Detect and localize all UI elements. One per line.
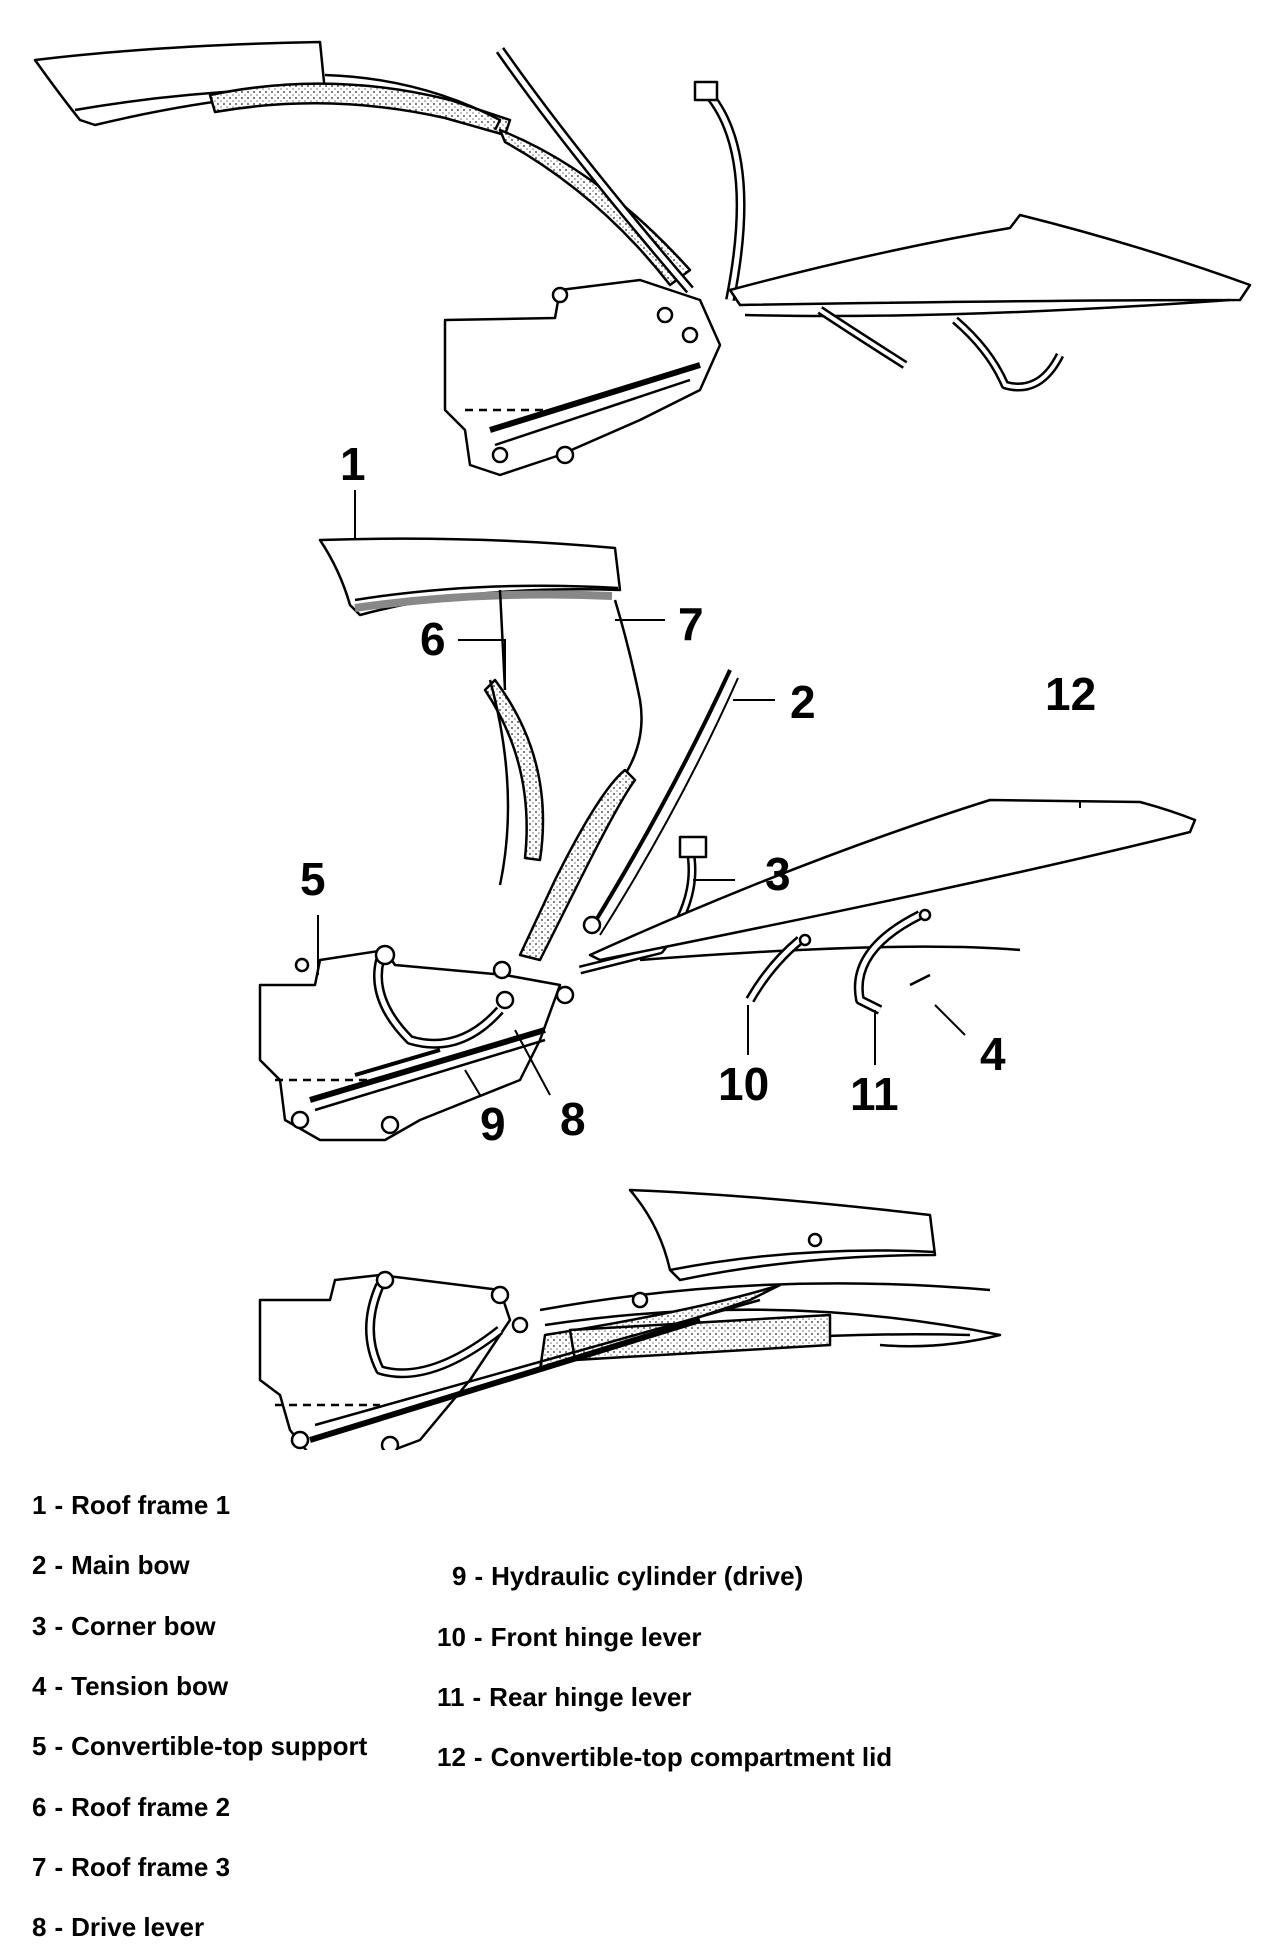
support-bracket-top-view <box>443 278 722 477</box>
legend-item-2: 2-Main bow <box>32 1550 190 1581</box>
legend-separator: - <box>54 1671 64 1701</box>
legend-label: Corner bow <box>71 1611 216 1641</box>
convertible-top-mechanism-diagram: 1 2 3 4 5 6 7 8 9 10 11 12 <box>33 40 1252 1450</box>
legend-separator: - <box>474 1561 484 1591</box>
legend-item-7: 7-Roof frame 3 <box>32 1852 230 1883</box>
legend-label: Roof frame 2 <box>71 1792 231 1822</box>
legend-label: Hydraulic cylinder (drive) <box>491 1561 804 1591</box>
callout-11: 11 <box>850 1068 899 1120</box>
legend-label: Rear hinge lever <box>489 1682 692 1712</box>
legend-separator: - <box>54 1912 64 1942</box>
legend-label: Roof frame 3 <box>71 1852 231 1882</box>
callout-3: 3 <box>765 848 791 900</box>
legend-label: Front hinge lever <box>490 1622 702 1652</box>
legend-item-5: 5-Convertible-top support <box>32 1731 367 1762</box>
legend-number: 3 <box>32 1611 47 1641</box>
roof-frame-stowed <box>628 1188 937 1282</box>
legend-number: 9 <box>452 1561 467 1591</box>
legend-separator: - <box>473 1622 483 1652</box>
legend-separator: - <box>54 1490 64 1520</box>
callout-10: 10 <box>718 1058 769 1110</box>
legend-separator: - <box>472 1682 482 1712</box>
legend-item-8: 8-Drive lever <box>32 1912 204 1943</box>
legend-label: Tension bow <box>71 1671 229 1701</box>
roof-frame-1-drawing <box>318 537 622 617</box>
legend-separator: - <box>54 1731 64 1761</box>
callout-6: 6 <box>420 613 446 665</box>
legend-label: Convertible-top support <box>71 1731 368 1761</box>
legend-number: 5 <box>32 1731 47 1761</box>
legend-number: 1 <box>32 1490 47 1520</box>
legend-item-4: 4-Tension bow <box>32 1671 228 1702</box>
legend-separator: - <box>473 1742 483 1772</box>
legend-item-6: 6-Roof frame 2 <box>32 1792 230 1823</box>
legend-number: 7 <box>32 1852 47 1882</box>
legend-item-3: 3-Corner bow <box>32 1611 216 1642</box>
parts-legend: 1-Roof frame 1 2-Main bow 3-Corner bow 4… <box>0 1480 1280 1950</box>
legend-label: Drive lever <box>71 1912 205 1942</box>
legend-item-9: 9-Hydraulic cylinder (drive) <box>452 1561 803 1592</box>
legend-label: Convertible-top compartment lid <box>490 1742 893 1772</box>
main-bow-drawing <box>588 669 732 932</box>
legend-number: 8 <box>32 1912 47 1942</box>
callout-7: 7 <box>678 598 704 650</box>
compartment-lid-top-view <box>728 213 1252 307</box>
legend-item-11: 11-Rear hinge lever <box>437 1682 691 1713</box>
callout-1: 1 <box>340 438 366 490</box>
legend-item-1: 1-Roof frame 1 <box>32 1490 230 1521</box>
legend-separator: - <box>54 1792 64 1822</box>
callout-5: 5 <box>300 853 326 905</box>
callout-9: 9 <box>480 1098 506 1150</box>
roof-frame-front-top-view <box>33 40 327 127</box>
hydraulic-cylinder-drawing <box>309 1027 546 1103</box>
legend-item-12: 12-Convertible-top compartment lid <box>437 1742 892 1773</box>
callout-12: 12 <box>1045 668 1096 720</box>
callout-leaders <box>317 490 1081 1096</box>
support-stowed <box>258 1273 512 1450</box>
legend-number: 10 <box>437 1622 466 1652</box>
roof-frame-2-drawing <box>483 678 545 862</box>
legend-separator: - <box>54 1611 64 1641</box>
top-closed-view <box>33 40 1252 477</box>
top-opening-view <box>258 537 1197 1142</box>
legend-number: 4 <box>32 1671 47 1701</box>
legend-label: Roof frame 1 <box>71 1490 231 1520</box>
callout-numbers: 1 2 3 4 5 6 7 8 9 10 11 12 <box>300 438 1096 1150</box>
legend-label: Main bow <box>71 1550 190 1580</box>
top-stowed-view <box>258 1188 1002 1450</box>
legend-number: 12 <box>437 1742 466 1772</box>
legend-number: 6 <box>32 1792 47 1822</box>
legend-number: 11 <box>437 1682 465 1712</box>
callout-2: 2 <box>790 676 816 728</box>
legend-separator: - <box>54 1852 64 1882</box>
legend-number: 2 <box>32 1550 47 1580</box>
callout-8: 8 <box>560 1093 586 1145</box>
compartment-lid-drawing <box>588 798 1197 962</box>
roof-frame-hatched-top <box>208 82 512 137</box>
callout-4: 4 <box>980 1028 1006 1080</box>
legend-item-10: 10-Front hinge lever <box>437 1622 702 1653</box>
rear-hinge-lever-drawing <box>853 910 923 1015</box>
legend-separator: - <box>54 1550 64 1580</box>
